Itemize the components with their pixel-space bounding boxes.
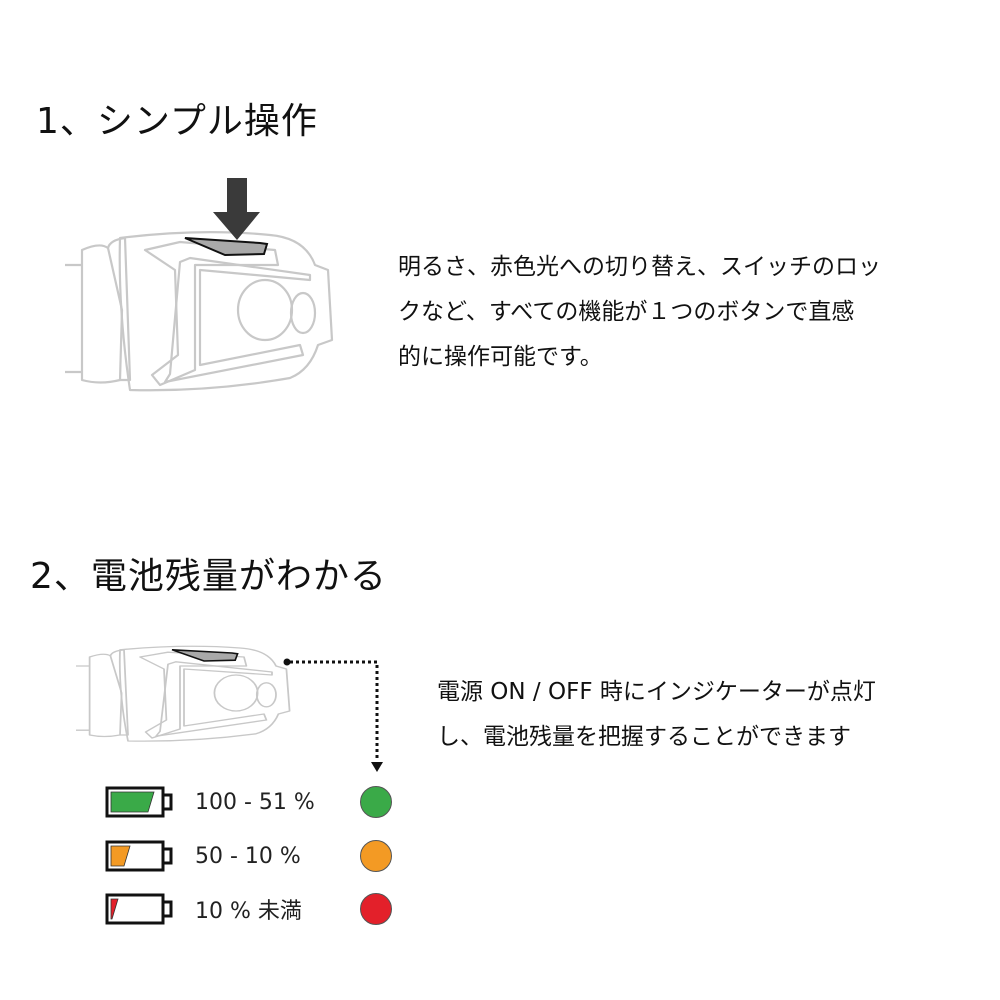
dotted-line [290, 660, 379, 760]
power-button [184, 237, 269, 257]
description-line: 的に操作可能です。 [398, 344, 603, 370]
description-line: クなど、すべての機能が１つのボタンで直感 [398, 299, 855, 325]
battery-icon [105, 893, 173, 925]
section2-description: 電源 ON / OFF 時にインジケーターが点灯 し、電池残量を把握することがで… [437, 670, 876, 760]
battery-fill [110, 791, 155, 813]
description-line: 電源 ON / OFF 時にインジケーターが点灯 [437, 679, 876, 705]
battery-icon [105, 786, 173, 818]
indicator-color-dot [360, 786, 392, 818]
indicator-color-dot [360, 840, 392, 872]
battery-icon [105, 840, 173, 872]
headlamp-button-illustration [63, 178, 334, 392]
arrow-head-icon [371, 762, 383, 772]
indicator-color-dot [360, 893, 392, 925]
battery-fill [110, 845, 131, 867]
battery-level-row: 50 - 10 % [105, 836, 392, 876]
down-arrow-icon [213, 178, 260, 240]
description-line: し、電池残量を把握することができます [437, 724, 851, 750]
indicator-dot [283, 658, 291, 666]
headlamp-indicator-illustration [75, 645, 291, 743]
battery-level-row: 100 - 51 % [105, 782, 392, 822]
section2-title: 2、電池残量がわかる [30, 556, 387, 597]
power-button [171, 649, 239, 662]
section1-title: 1、シンプル操作 [36, 101, 318, 142]
battery-fill [110, 898, 119, 920]
battery-level-row: 10 % 未満 [105, 889, 392, 929]
description-line: 明るさ、赤色光への切り替え、スイッチのロッ [398, 254, 881, 280]
battery-level-label: 50 - 10 % [195, 843, 301, 869]
battery-level-label: 10 % 未満 [195, 899, 302, 924]
section1-description: 明るさ、赤色光への切り替え、スイッチのロッ クなど、すべての機能が１つのボタンで… [398, 245, 881, 380]
battery-level-label: 100 - 51 % [195, 789, 315, 815]
